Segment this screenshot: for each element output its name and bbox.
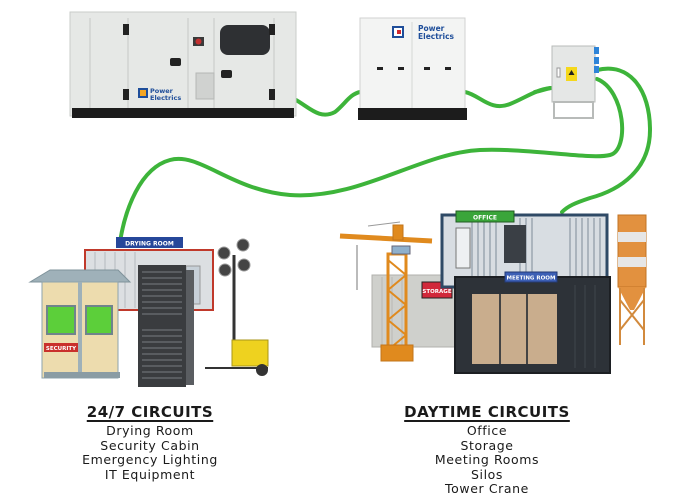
circuits-247-item: IT Equipment [104, 466, 196, 482]
office-sign: OFFICE [473, 215, 497, 222]
emergency-lighting-tower [205, 238, 269, 376]
meeting-room-sign: MEETING ROOM [507, 276, 556, 282]
security-sign: SECURITY [46, 346, 77, 352]
drying-room-sign: DRYING ROOM [125, 241, 174, 248]
circuits-daytime-panel: DAYTIME CIRCUITS Office Storage Meeting … [387, 403, 587, 497]
office-container [440, 210, 609, 289]
meeting-room-container [454, 271, 611, 374]
security-cabin [28, 269, 132, 379]
circuits-daytime-item: Silos [470, 466, 504, 482]
circuits-daytime-item: Office [466, 423, 508, 438]
main-generator [69, 11, 297, 118]
circuits-daytime-item: Tower Crane [445, 481, 529, 496]
second-generator-brand-line1: Power [418, 24, 445, 33]
storage-sign: STORAGE [422, 289, 451, 295]
power-electrics-logo [392, 26, 404, 38]
second-generator [358, 17, 467, 120]
electrical-distribution-box-icon [551, 45, 599, 119]
circuits-247-title: 24/7 CIRCUITS [86, 403, 214, 421]
cable-board-to-247 [118, 77, 624, 244]
circuits-daytime-item: Meeting Rooms [434, 452, 540, 467]
circuits-247-item: Emergency Lighting [82, 452, 218, 467]
cable-board-to-daytime [560, 66, 653, 214]
cable-gen1-to-gen2 [294, 90, 362, 117]
silo [617, 214, 647, 345]
circuits-247-item: Security Cabin [100, 437, 200, 453]
circuits-daytime-item: Storage [460, 437, 514, 453]
power-electrics-logo [138, 88, 148, 98]
cables [118, 66, 653, 244]
it-server-rack [138, 265, 194, 387]
circuits-daytime-title: DAYTIME CIRCUITS [404, 403, 570, 421]
second-generator-brand-line2: Electrics [418, 32, 455, 41]
main-generator-brand-line1: Power [150, 87, 174, 95]
main-generator-brand-line2: Electrics [150, 94, 181, 102]
circuits-247-panel: 24/7 CIRCUITS Drying Room Security Cabin… [60, 403, 240, 482]
circuits-247-item: Drying Room [106, 423, 194, 438]
cable-board-input [533, 86, 554, 94]
tower-crane [339, 221, 433, 362]
